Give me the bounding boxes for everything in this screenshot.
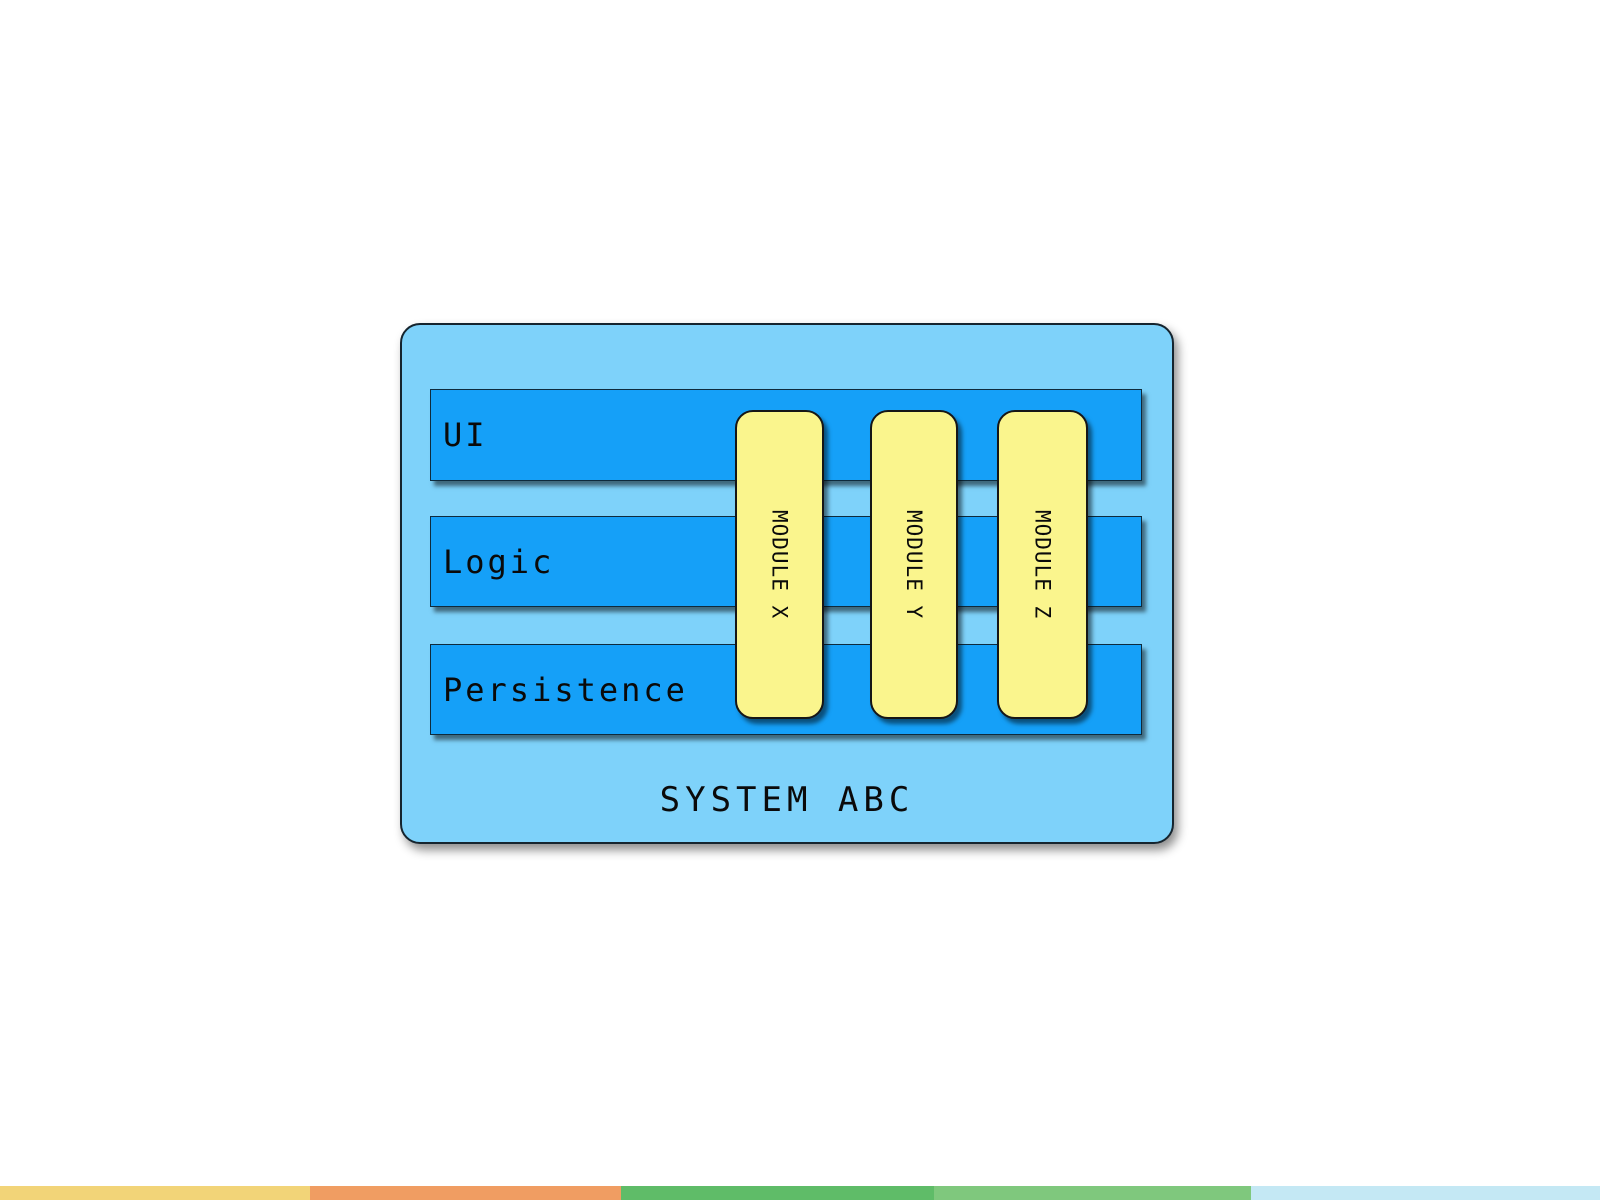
module-x-block: MODULE X	[735, 410, 824, 719]
stripe-segment-orange	[310, 1186, 621, 1200]
stripe-segment-yellow	[0, 1186, 311, 1200]
layer-label-logic: Logic	[443, 542, 555, 581]
module-z-block: MODULE Z	[997, 410, 1088, 719]
system-label: SYSTEM ABC	[659, 780, 915, 820]
module-y-label: MODULE Y	[902, 509, 926, 620]
module-z-label: MODULE Z	[1030, 509, 1055, 620]
module-x-label: MODULE X	[767, 509, 792, 620]
layer-label-ui: UI	[443, 416, 488, 454]
stripe-segment-pale-blue	[1251, 1186, 1600, 1200]
module-y-block: MODULE Y	[870, 410, 958, 719]
stripe-segment-green	[620, 1186, 935, 1200]
system-box: UI Logic Persistence MODULE X MODULE Y M…	[400, 323, 1174, 844]
layer-label-persistence: Persistence	[443, 670, 688, 709]
stripe-segment-light-green	[934, 1186, 1252, 1200]
footer-stripe	[0, 1186, 1600, 1200]
